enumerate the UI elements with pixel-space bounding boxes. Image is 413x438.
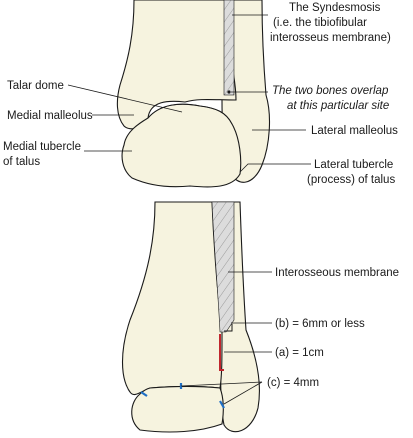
- medial-malleolus-label: Medial malleolus: [7, 110, 93, 122]
- measure-a-label: (a) = 1cm: [275, 347, 324, 359]
- measure-b-bracket: [224, 322, 233, 332]
- overlap-label-line1: The two bones overlap: [272, 85, 389, 97]
- lateral-tubercle-label-line1: Lateral tubercle: [314, 159, 393, 171]
- measure-c-leader-lower: [223, 381, 263, 405]
- talar-dome-label: Talar dome: [7, 80, 64, 92]
- bottom-tibia: [122, 201, 223, 396]
- top-interosseus-membrane: [223, 0, 235, 96]
- measure-a-line: [219, 334, 224, 371]
- overlap-marker: [227, 90, 231, 94]
- measure-c-mark-medial: [140, 391, 148, 397]
- bottom-talus: [131, 385, 224, 433]
- measure-b-label: (b) = 6mm or less: [275, 318, 365, 330]
- medial-tubercle-label-line1: Medial tubercle: [3, 141, 81, 153]
- overlap-label-line2: at this particular site: [287, 100, 389, 112]
- measure-c-mark-lateral: [219, 400, 225, 409]
- syndesmosis-label-line1: The Syndesmosis: [289, 2, 381, 14]
- syndesmosis-label-line3: interosseus membrane): [270, 32, 391, 44]
- syndesmosis-label-line2: (i.e. the tibiofibular: [273, 17, 367, 29]
- bottom-interosseous-membrane: [211, 201, 235, 333]
- measure-c-leader-upper: [180, 381, 263, 387]
- talar-dome-leader: [67, 84, 183, 113]
- top-joint-line: [147, 103, 233, 125]
- interosseous-membrane-label: Interosseous membrane: [275, 267, 399, 279]
- medial-tubercle-label-line2: of talus: [3, 156, 40, 168]
- bottom-ankle-figure: [122, 201, 272, 433]
- top-ankle-figure: [67, 0, 311, 188]
- lateral-tubercle-label-line2: (process) of talus: [307, 174, 395, 186]
- measure-c-label: (c) = 4mm: [267, 377, 319, 389]
- lateral-tubercle-leader: [239, 163, 311, 173]
- lateral-malleolus-label: Lateral malleolus: [311, 125, 398, 137]
